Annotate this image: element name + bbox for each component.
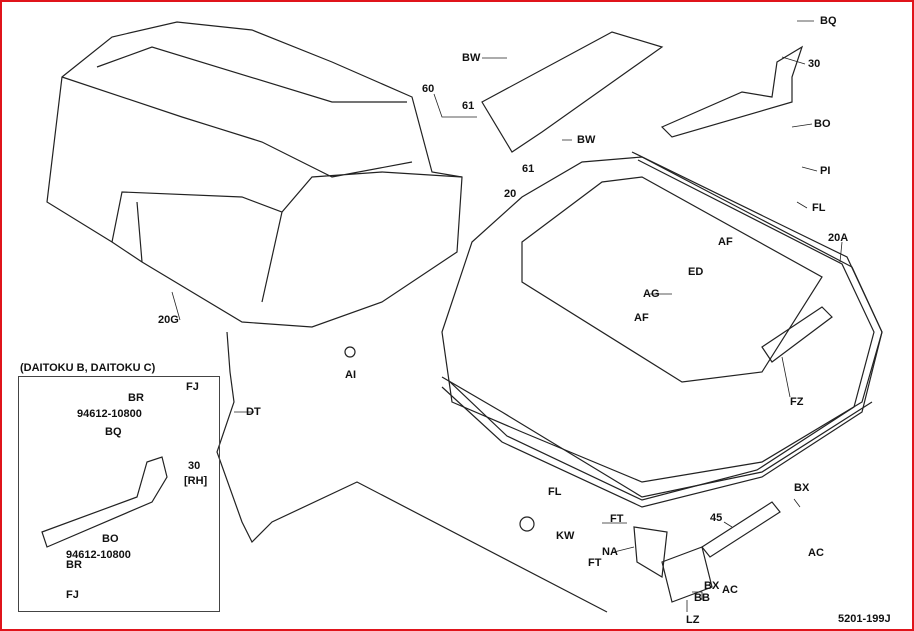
label-20a: 20A <box>828 232 849 244</box>
label-kw: KW <box>556 530 575 542</box>
label-bo: BO <box>814 118 831 130</box>
inset-label-br: BR <box>128 392 144 404</box>
inset-box <box>18 376 220 612</box>
part-30-hinge <box>660 45 804 138</box>
label-60: 60 <box>422 83 435 95</box>
part-kw <box>519 516 535 532</box>
inset-title: (DAITOKU B, DAITOKU C) <box>20 362 156 374</box>
inset-label-bq: BQ <box>105 426 122 438</box>
inset-label-part-number: 94612-10800 <box>77 408 142 420</box>
label-ed: ED <box>688 266 704 278</box>
label-20g: 20G <box>158 314 179 326</box>
label-61: 61 <box>462 100 475 112</box>
label-af: AF <box>718 236 733 248</box>
label-pi: PI <box>820 165 831 177</box>
label-bx: BX <box>704 580 720 592</box>
label-dt: DT <box>246 406 261 418</box>
diagram-code: 5201-199J <box>838 613 891 625</box>
label-fl: FL <box>812 202 826 214</box>
label-ac: AC <box>722 584 738 596</box>
label-ft: FT <box>588 557 602 569</box>
label-ac: AC <box>808 547 824 559</box>
label-na: NA <box>602 546 618 558</box>
label-45: 45 <box>710 512 723 524</box>
label-bb: BB <box>694 592 710 604</box>
label-ft: FT <box>610 513 624 525</box>
inset-label-part-number: 94612-10800 <box>66 549 131 561</box>
label-ag: AG <box>643 288 660 300</box>
inset-label-br: BR <box>66 559 82 571</box>
inset-hinge <box>41 456 168 548</box>
inset-label-30: 30 <box>188 460 201 472</box>
label-61: 61 <box>522 163 535 175</box>
part-60-panel <box>481 31 664 153</box>
label-ai: AI <box>345 369 356 381</box>
part-lz-lock <box>661 546 713 603</box>
label-lz: LZ <box>686 614 700 626</box>
part-20a-weatherstrip <box>441 151 883 508</box>
inset-label-fj: FJ <box>186 381 199 393</box>
label-fz: FZ <box>790 396 804 408</box>
inset-label-rh: [RH] <box>184 475 208 487</box>
label-bx: BX <box>794 482 810 494</box>
label-af: AF <box>634 312 649 324</box>
part-45-damper <box>701 501 781 558</box>
inset-label-bo: BO <box>102 533 119 545</box>
part-fz-lamp <box>761 306 833 363</box>
label-bw: BW <box>577 134 596 146</box>
label-bw: BW <box>462 52 481 64</box>
part-ai <box>344 346 356 358</box>
part-dt-cable <box>216 331 608 613</box>
label-bq: BQ <box>820 15 837 27</box>
label-20: 20 <box>504 188 517 200</box>
part-20g-cover <box>46 21 463 328</box>
label-fl: FL <box>548 486 562 498</box>
label-30: 30 <box>808 58 821 70</box>
inset-label-fj: FJ <box>66 589 79 601</box>
